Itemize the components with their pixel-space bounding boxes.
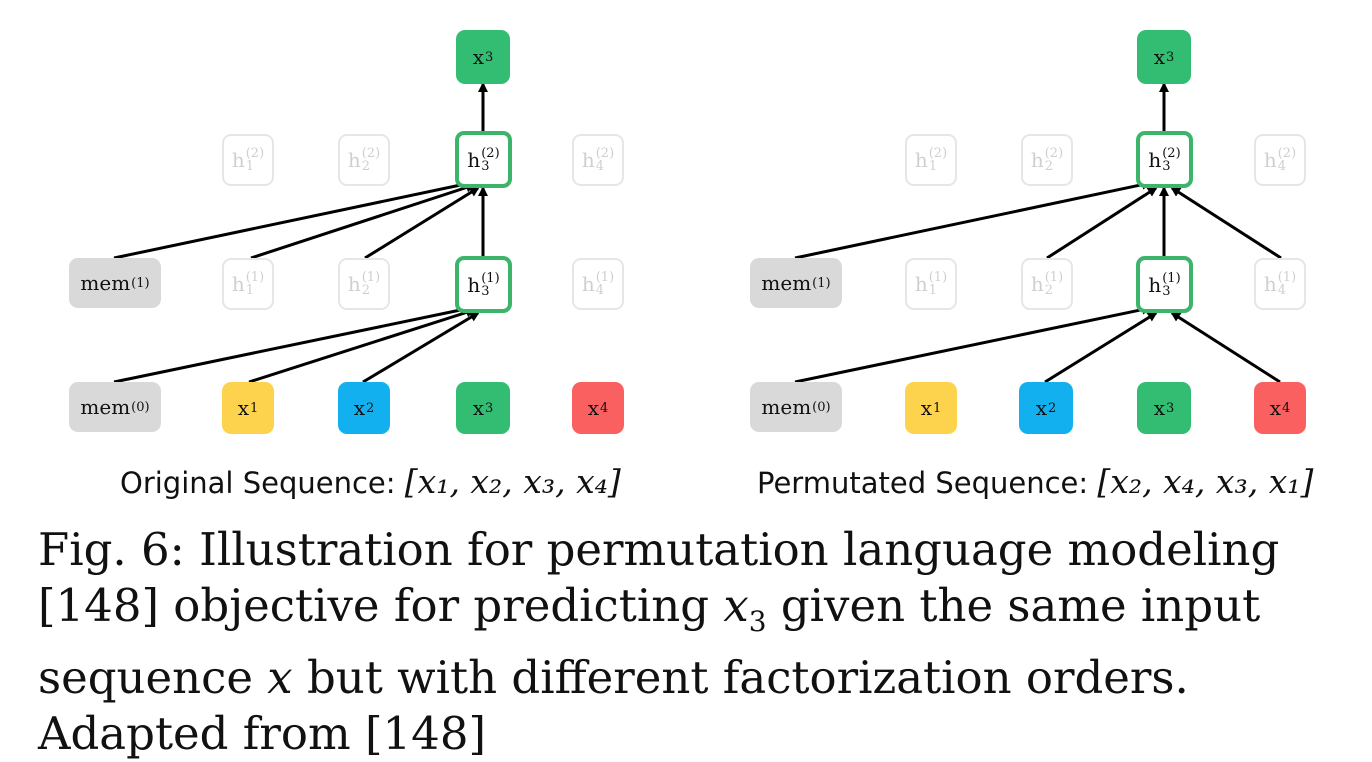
right-mem0: mem(0) xyxy=(750,382,842,432)
left-h1-2: h(1)2 xyxy=(338,258,390,310)
left-mem0: mem(0) xyxy=(69,382,161,432)
edge-right-mem0-to-h1 xyxy=(794,304,1152,384)
left-h2-4: h(2)4 xyxy=(572,134,624,186)
right-h2-2: h(2)2 xyxy=(1021,134,1073,186)
edge-left-mem0-to-h1 xyxy=(113,304,472,384)
edge-right-h1x4-to-h2 xyxy=(1170,186,1282,260)
edge-left-x1-to-h1 xyxy=(248,307,476,384)
edge-left-mem1-to-h2 xyxy=(113,179,472,260)
left-h2-3: h(2)3 xyxy=(455,131,512,188)
left-edges xyxy=(113,82,488,384)
right-mem1: mem(1) xyxy=(750,258,842,308)
edges-layer xyxy=(113,82,1282,384)
edge-right-h1x2-to-h2 xyxy=(1046,186,1158,260)
right-h1-4: h(1)4 xyxy=(1254,258,1306,310)
left-mem1: mem(1) xyxy=(69,258,161,308)
left-sequence-label: Original Sequence: [x₁, x₂, x₃, x₄] xyxy=(120,462,621,501)
edge-right-x2-to-h1 xyxy=(1044,311,1158,384)
right-h1-2: h(1)2 xyxy=(1021,258,1073,310)
right-h1-3: h(1)3 xyxy=(1136,256,1193,313)
figure-caption: Fig. 6: Illustration for permutation lan… xyxy=(38,523,1280,760)
left-h1-4: h(1)4 xyxy=(572,258,624,310)
right-edges xyxy=(794,82,1282,384)
right-h1-1: h(1)1 xyxy=(905,258,957,310)
right-h2-3: h(2)3 xyxy=(1136,131,1193,188)
right-sequence-label: Permutated Sequence: [x₂, x₄, x₃, x₁] xyxy=(757,462,1314,501)
edge-left-h1x2-to-h2 xyxy=(364,186,480,260)
left-h2-2: h(2)2 xyxy=(338,134,390,186)
edge-left-x2-to-h1 xyxy=(362,311,480,384)
edge-left-h1x1-to-h2 xyxy=(250,182,476,260)
left-h1-3: h(1)3 xyxy=(455,256,512,313)
left-h2-1: h(2)1 xyxy=(222,134,274,186)
right-h2-4: h(2)4 xyxy=(1254,134,1306,186)
left-h1-1: h(1)1 xyxy=(222,258,274,310)
edge-right-x4-to-h1 xyxy=(1170,311,1281,384)
edge-right-mem1-to-h2 xyxy=(794,179,1152,260)
right-h2-1: h(2)1 xyxy=(905,134,957,186)
